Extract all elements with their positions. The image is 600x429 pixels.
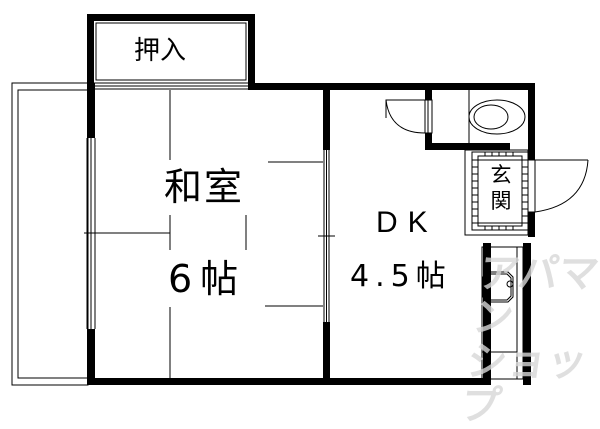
entrance [464, 149, 589, 236]
closet-walls [87, 14, 255, 90]
washitsu-size: 6帖 [168, 257, 247, 301]
balcony [11, 82, 89, 386]
partition-sliding-doors [318, 150, 335, 322]
dk-size: 4.5帖 [350, 259, 452, 294]
washitsu-name: 和室 [164, 165, 245, 209]
exterior-walls [87, 83, 535, 385]
dk-name: DK [376, 206, 438, 239]
closet-label: 押入 [134, 36, 187, 66]
tatami-lines [95, 90, 323, 378]
entrance-label: 玄関 [490, 163, 512, 213]
toilet [385, 90, 526, 143]
kitchen-right-wall [523, 243, 531, 385]
floorplan-drawing [11, 14, 589, 386]
